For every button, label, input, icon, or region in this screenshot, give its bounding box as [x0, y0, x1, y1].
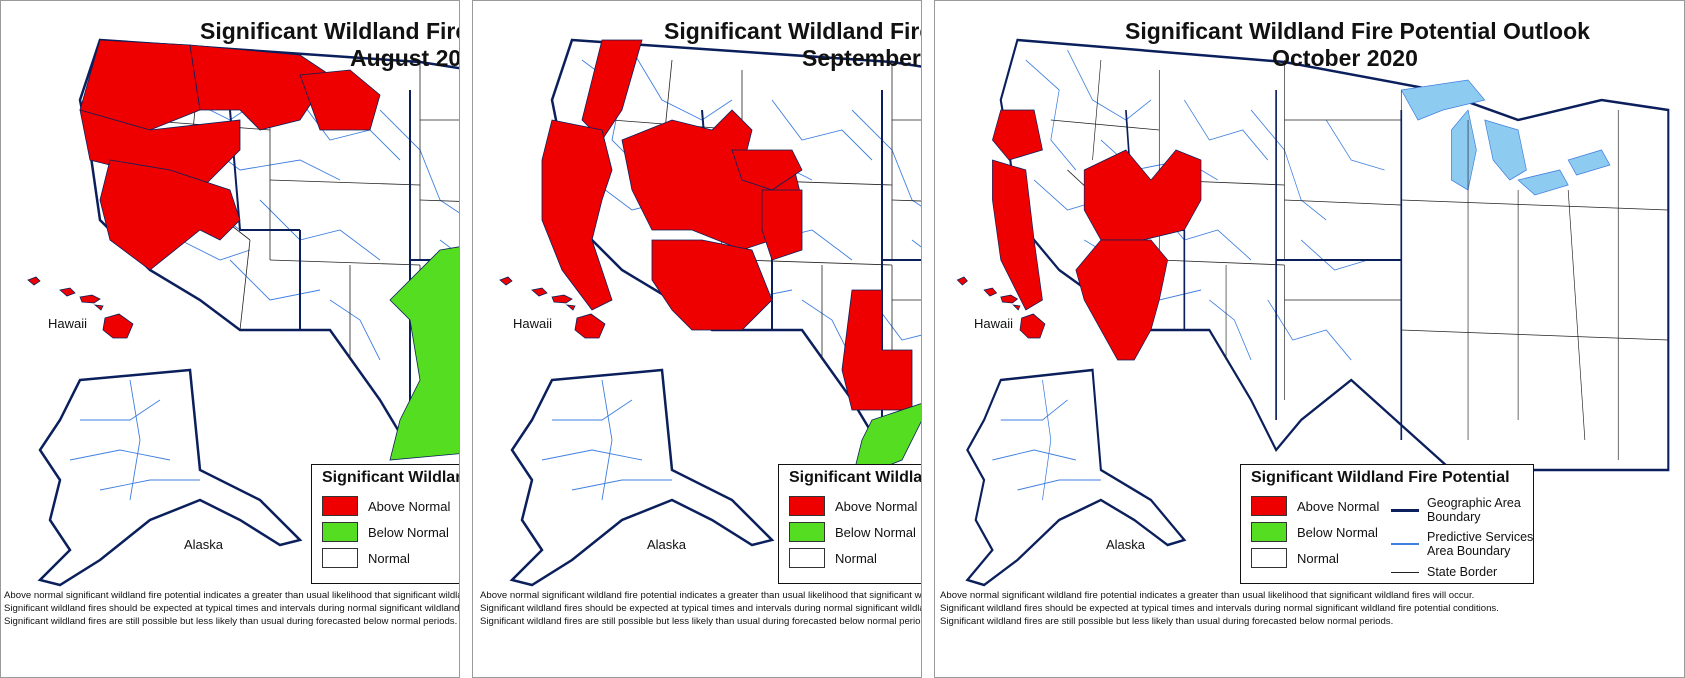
- above-label: Above Normal: [368, 498, 451, 514]
- footer-text: Above normal significant wildland fire p…: [940, 589, 1499, 628]
- normal-label: Normal: [835, 550, 877, 566]
- above-normal-areas: [541, 39, 913, 411]
- above-swatch: [789, 496, 825, 516]
- legend-below: Below Normal: [322, 521, 449, 543]
- above-label: Above Normal: [1297, 498, 1380, 514]
- above-label: Above Normal: [835, 498, 918, 514]
- panel-september: Significant Wildland Fire Potential Outl…: [472, 0, 922, 678]
- legend-above: Above Normal: [789, 495, 917, 517]
- legend-geographic: Geographic Area Boundary: [1391, 493, 1552, 527]
- below-label: Below Normal: [368, 524, 449, 540]
- footer-text: Above normal significant wildland fire p…: [480, 589, 922, 628]
- footer-line-3: Significant wildland fires are still pos…: [940, 616, 1394, 627]
- footer-line-3: Significant wildland fires are still pos…: [4, 616, 458, 627]
- panel-title: Significant Wildland Fire Potential Outl…: [664, 18, 922, 72]
- map-september: [499, 38, 922, 587]
- legend-normal: Normal: [789, 547, 877, 569]
- footer-text: Above normal significant wildland fire p…: [4, 589, 460, 628]
- legend: Significant Wildland Fire Potential Abov…: [778, 464, 922, 584]
- legend-normal: Normal: [322, 547, 410, 569]
- footer-line-2: Significant wildland fires should be exp…: [940, 603, 1499, 614]
- legend-psa: Predictive Services Area Boundary: [1391, 527, 1552, 561]
- title-line-2: September 2020: [802, 45, 922, 71]
- hawaii-label: Hawaii: [48, 316, 88, 331]
- hawaii-label: Hawaii: [974, 316, 1014, 331]
- footer-line-2: Significant wildland fires should be exp…: [480, 603, 922, 614]
- below-swatch: [1251, 522, 1287, 542]
- legend-above: Above Normal: [1251, 495, 1379, 517]
- above-swatch: [1251, 496, 1287, 516]
- below-swatch: [322, 522, 358, 542]
- state-line: [1391, 571, 1419, 573]
- normal-label: Normal: [368, 550, 410, 566]
- normal-swatch: [789, 548, 825, 568]
- legend-below: Below Normal: [1251, 521, 1378, 543]
- normal-swatch: [1251, 548, 1287, 568]
- below-swatch: [789, 522, 825, 542]
- footer-line-3: Significant wildland fires are still pos…: [480, 616, 922, 627]
- footer-line-1: Above normal significant wildland fire p…: [480, 590, 922, 601]
- map-october: [956, 38, 1670, 587]
- legend: Significant Wildland Fire Potential Abov…: [1240, 464, 1534, 584]
- state-label: State Border: [1427, 565, 1498, 579]
- panel-october: Significant Wildland Fire Potential Outl…: [934, 0, 1685, 678]
- legend: Significant Wildland Fire Potential Abov…: [311, 464, 460, 584]
- alaska-label: Alaska: [184, 537, 224, 552]
- title-line-2: August 2020: [350, 45, 460, 71]
- great-lakes: [1400, 79, 1611, 196]
- geographic-line: [1391, 508, 1419, 512]
- legend-state: State Border: [1391, 555, 1552, 589]
- below-label: Below Normal: [835, 524, 916, 540]
- geographic-label: Geographic Area Boundary: [1427, 496, 1521, 524]
- title-line-1: Significant Wildland Fire Potential Outl…: [664, 18, 922, 44]
- panel-august: Significant Wildland Fire Potential Outl…: [0, 0, 460, 678]
- normal-label: Normal: [1297, 550, 1339, 566]
- footer-line-2: Significant wildland fires should be exp…: [4, 603, 460, 614]
- legend-title: Significant Wildland Fire Potential: [1251, 469, 1510, 486]
- legend-title: Significant Wildland Fire Potential: [322, 469, 460, 486]
- below-label: Below Normal: [1297, 524, 1378, 540]
- legend-title: Significant Wildland Fire Potential: [789, 469, 922, 486]
- above-normal-areas: [992, 109, 1202, 361]
- legend-normal: Normal: [1251, 547, 1339, 569]
- hawaii-label: Hawaii: [513, 316, 553, 331]
- title-line-1: Significant Wildland Fire Potential Outl…: [1125, 18, 1590, 44]
- normal-swatch: [322, 548, 358, 568]
- panel-title: Significant Wildland Fire Potential Outl…: [200, 18, 460, 72]
- legend-above: Above Normal: [322, 495, 450, 517]
- legend-below: Below Normal: [789, 521, 916, 543]
- alaska-label: Alaska: [647, 537, 687, 552]
- title-line-2: October 2020: [1272, 45, 1418, 71]
- psa-line: [1391, 543, 1419, 545]
- footer-line-1: Above normal significant wildland fire p…: [4, 590, 460, 601]
- map-august: [27, 38, 460, 587]
- panel-title: Significant Wildland Fire Potential Outl…: [1125, 18, 1590, 72]
- footer-line-1: Above normal significant wildland fire p…: [940, 590, 1475, 601]
- above-swatch: [322, 496, 358, 516]
- above-normal-areas: [79, 39, 381, 271]
- psa-label: Predictive Services Area Boundary: [1427, 530, 1534, 558]
- title-line-1: Significant Wildland Fire Potential Outl…: [200, 18, 460, 44]
- alaska-label: Alaska: [1106, 537, 1146, 552]
